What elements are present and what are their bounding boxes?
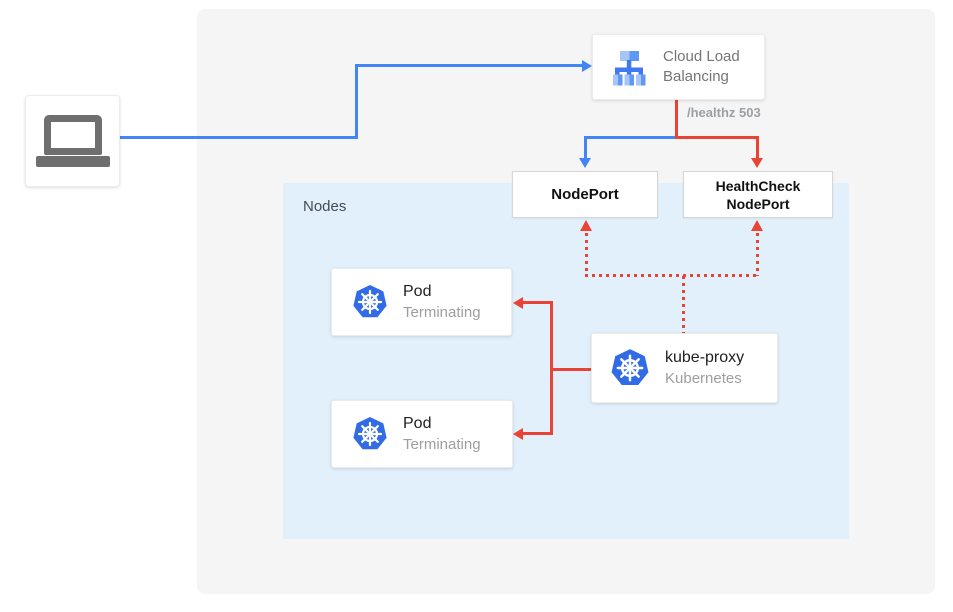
pod-2-card: Pod Terminating	[331, 400, 513, 468]
dotted-connector-to-healthcheck-nodeport	[756, 233, 759, 276]
red-arrowhead-into-pod-1	[513, 297, 523, 309]
client-laptop-card	[25, 95, 120, 187]
red-arrowhead-into-pod-2	[513, 428, 523, 440]
pod-2-title: Pod	[403, 415, 432, 432]
kubernetes-icon	[353, 285, 387, 318]
nodeport-label: NodePort	[551, 186, 619, 203]
red-branch-horizontal	[675, 136, 758, 139]
pod-1-title: Pod	[403, 283, 432, 300]
load-balancer-icon	[613, 51, 646, 86]
kube-proxy-title: kube-proxy	[665, 349, 745, 366]
pod-1-card: Pod Terminating	[331, 268, 512, 336]
red-connector-from-clb	[675, 100, 678, 139]
pod-2-status: Terminating	[403, 436, 481, 453]
laptop-icon	[35, 115, 110, 167]
red-arrowhead-into-healthcheck-bottom	[751, 220, 763, 231]
blue-connector-laptop-horizontal	[120, 136, 356, 139]
kubernetes-icon	[353, 417, 387, 450]
healthcheck-nodeport-label: HealthCheck NodePort	[715, 177, 801, 212]
nodeport-box: NodePort	[512, 171, 658, 218]
red-arrowhead-into-nodeport-bottom	[580, 220, 592, 231]
healthcheck-nodeport-box: HealthCheck NodePort	[683, 171, 833, 218]
red-connector-spine	[550, 301, 553, 435]
blue-arrowhead-into-nodeport	[579, 158, 591, 168]
blue-branch-vertical	[584, 136, 587, 160]
healthz-503-label: /healthz 503	[687, 105, 761, 120]
pod-1-status: Terminating	[403, 304, 481, 321]
dotted-connector-from-kube-proxy	[682, 276, 685, 333]
kube-proxy-subtitle: Kubernetes	[665, 370, 742, 387]
blue-branch-horizontal	[584, 136, 677, 139]
dotted-connector-to-nodeport	[585, 233, 588, 276]
red-connector-to-pod-1	[523, 301, 552, 304]
blue-connector-vertical	[355, 64, 358, 139]
red-branch-vertical	[756, 136, 759, 160]
blue-arrowhead-into-clb	[582, 60, 592, 72]
kubernetes-icon	[611, 349, 649, 385]
red-arrowhead-into-healthcheck-nodeport	[751, 158, 763, 168]
red-connector-to-pod-2	[523, 432, 552, 435]
dotted-connector-horizontal	[585, 274, 759, 277]
blue-connector-to-clb	[355, 64, 583, 67]
kube-proxy-card: kube-proxy Kubernetes	[591, 333, 778, 403]
cloud-load-balancing-label: Cloud Load Balancing	[663, 48, 740, 85]
red-connector-from-kube-proxy	[552, 368, 591, 371]
nodes-container-label: Nodes	[303, 198, 347, 215]
cloud-load-balancing-card: Cloud Load Balancing	[592, 34, 765, 100]
